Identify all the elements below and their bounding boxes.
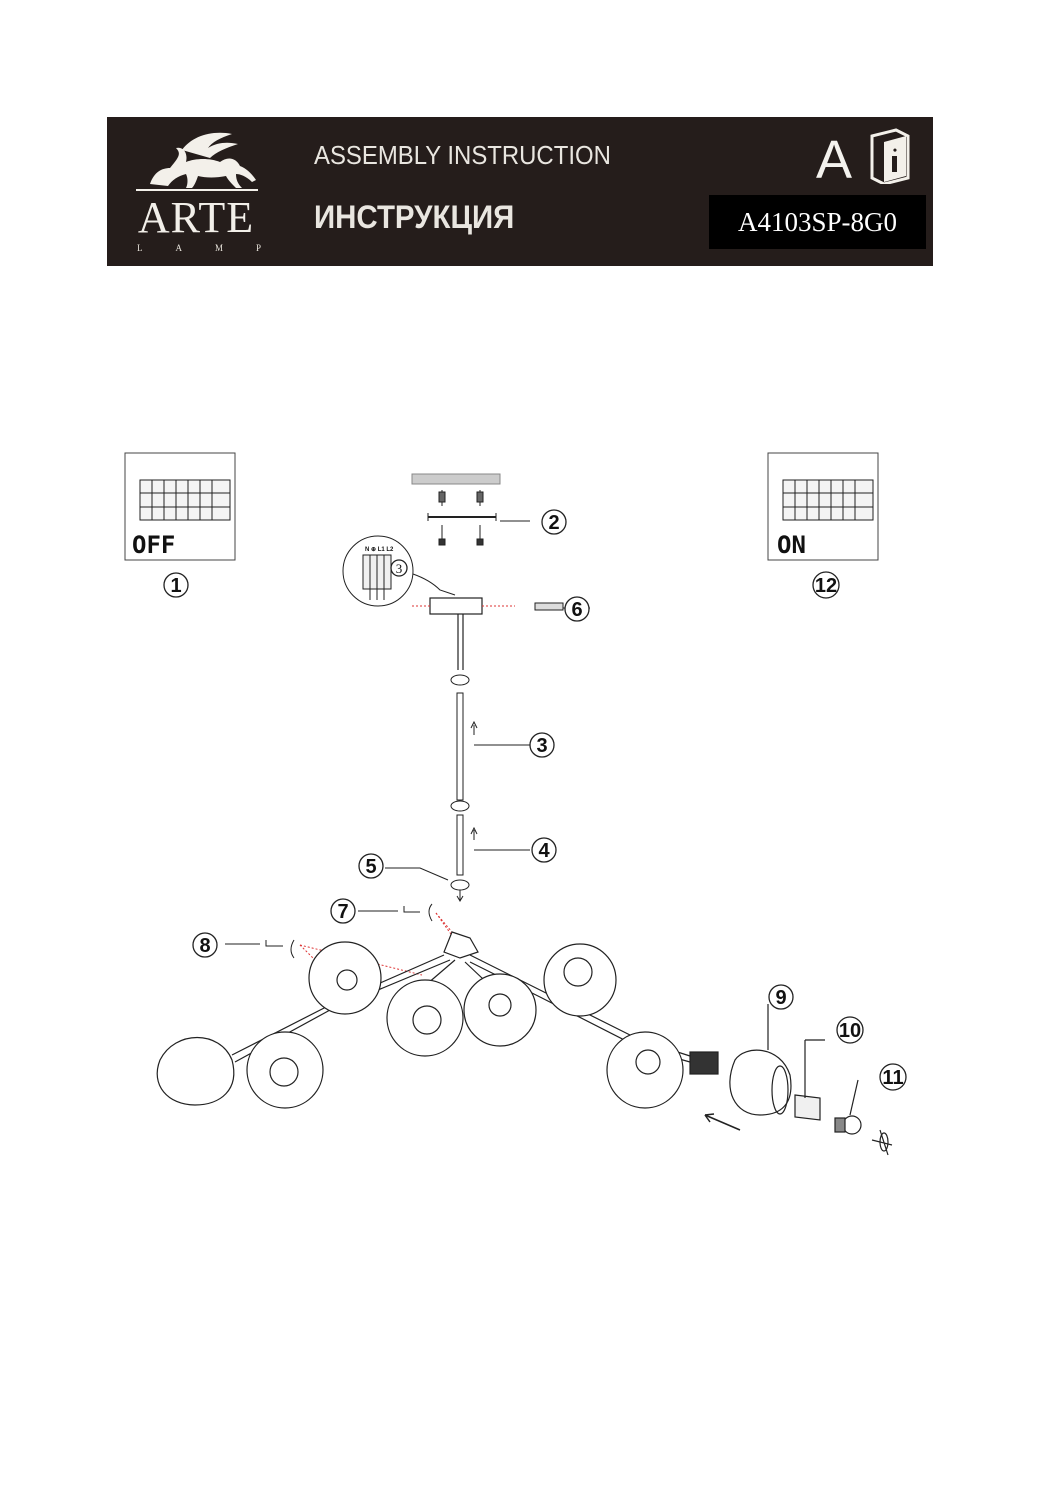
svg-text:•: • xyxy=(893,143,897,157)
step-10: 10 xyxy=(839,1020,861,1042)
suspension-rods xyxy=(385,674,530,902)
wiring-inset xyxy=(342,535,456,607)
step-off-number: 1 xyxy=(170,575,181,597)
switch-off-panel xyxy=(124,452,236,561)
model-number: A4103SP-8G0 xyxy=(709,195,926,249)
lion-logo-icon xyxy=(136,132,258,191)
step-6: 6 xyxy=(571,599,582,621)
ceiling-bracket xyxy=(411,473,530,546)
switch-on-label: ON xyxy=(777,531,806,559)
step-9: 9 xyxy=(775,987,786,1009)
step-7: 7 xyxy=(337,901,348,923)
wiring-terminal-labels: N ⊕ L1 L2 xyxy=(365,547,394,553)
switch-off-label: OFF xyxy=(132,531,175,559)
step-5: 5 xyxy=(365,856,376,878)
brand-logo-text: ARTE xyxy=(137,193,255,242)
title-english: ASSEMBLY INSTRUCTION xyxy=(314,140,611,170)
exploded-parts xyxy=(689,1004,893,1156)
step-8: 8 xyxy=(199,935,210,957)
canopy xyxy=(412,597,590,670)
step-2: 2 xyxy=(548,512,559,534)
step-on-number: 12 xyxy=(815,575,837,597)
title-russian: ИНСТРУКЦИЯ xyxy=(314,199,515,235)
class-letter: A xyxy=(816,130,853,190)
step-3: 3 xyxy=(536,735,547,757)
arrow-icon xyxy=(704,1113,741,1131)
glass-shades xyxy=(156,941,684,1109)
step-11: 11 xyxy=(882,1067,903,1089)
step-badges xyxy=(163,509,907,1091)
info-book-icon: • xyxy=(870,128,910,184)
step-4: 4 xyxy=(538,840,550,862)
switch-on-panel xyxy=(767,452,879,561)
wiring-inset-step: 3 xyxy=(396,561,403,576)
